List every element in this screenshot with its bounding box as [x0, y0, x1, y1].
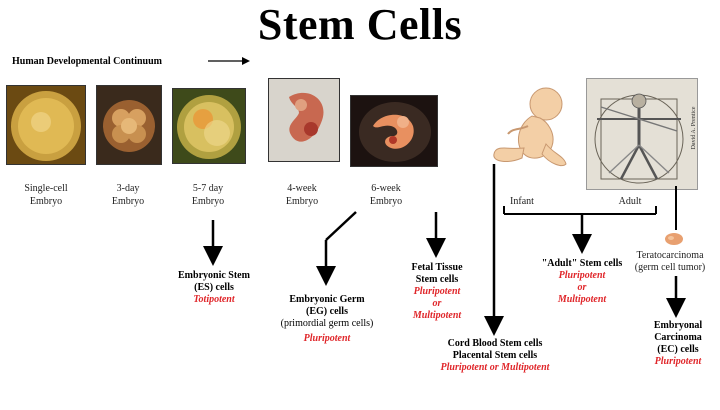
- ec-cells-label: Embryonal Carcinoma (EC) cells Pluripote…: [653, 320, 703, 367]
- four-week-embryo-image: [268, 78, 340, 162]
- eg-cells-label: Embryonic Germ (EG) cells (primordial ge…: [280, 294, 374, 344]
- four-week-embryo-graphic: [269, 79, 339, 161]
- es-arrow: [203, 220, 223, 266]
- vitruvian-graphic: [587, 79, 697, 189]
- six-week-embryo-graphic: [351, 96, 437, 166]
- three-day-embryo-image: [96, 85, 162, 165]
- stage-label-four-week: 4-week Embryo: [285, 183, 319, 207]
- cord-blood-label: Cord Blood Stem cells Placental Stem cel…: [440, 338, 550, 373]
- eg-arrow: [316, 211, 357, 286]
- stage-label-five-seven-day: 5-7 day Embryo: [191, 183, 225, 207]
- continuum-arrow: [208, 57, 250, 65]
- fetal-tissue-label: Fetal Tissue Stem cells Pluripotent or M…: [411, 262, 463, 321]
- cord-blood-arrow: [484, 164, 504, 336]
- stage-label-single-cell: Single-cell Embryo: [24, 183, 68, 207]
- five-seven-day-embryo-image: [172, 88, 246, 164]
- infant-graphic: [493, 87, 567, 167]
- adult-label: Adult: [618, 196, 642, 207]
- six-week-embryo-image: [350, 95, 438, 167]
- stage-label-six-week: 6-week Embryo: [369, 183, 403, 207]
- single-cell-embryo-graphic: [7, 86, 85, 164]
- adult-bracket: [503, 206, 657, 254]
- infant-label: Infant: [510, 196, 534, 207]
- infant-illustration: [488, 84, 572, 170]
- stage-label-three-day: 3-day Embryo: [111, 183, 145, 207]
- single-cell-embryo-image: [6, 85, 86, 165]
- continuum-label: Human Developmental Continuum: [12, 56, 163, 67]
- adult-vitruvian-image: David A. Prentice: [586, 78, 698, 190]
- teratocarcinoma-icon: [664, 232, 684, 246]
- teratocarcinoma-label: Teratocarcinoma (germ cell tumor): [634, 250, 706, 273]
- page-title: Stem Cells: [257, 0, 463, 49]
- fetal-arrow: [426, 212, 446, 258]
- three-day-embryo-graphic: [97, 86, 161, 164]
- blastocyst-graphic: [173, 89, 245, 163]
- es-cells-label: Embryonic Stem (ES) cells Totipotent: [178, 270, 250, 305]
- ec-arrow: [666, 276, 686, 318]
- adult-stem-cells-label: "Adult" Stem cells Pluripotent or Multip…: [541, 258, 623, 305]
